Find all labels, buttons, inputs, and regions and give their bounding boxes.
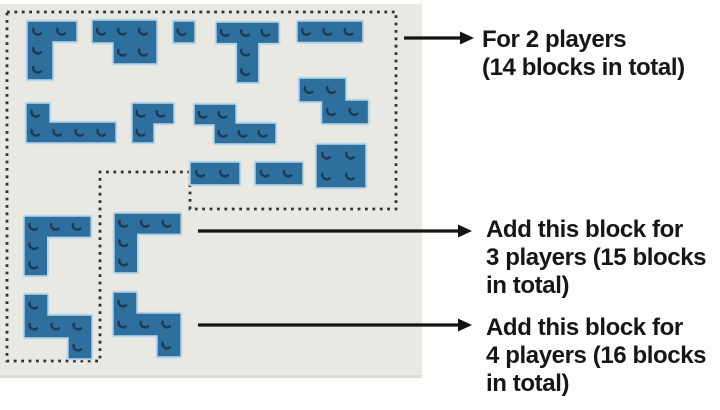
stud-icon <box>137 27 148 36</box>
stud-icon <box>28 222 39 231</box>
stud-icon <box>52 128 63 137</box>
stud-icon <box>237 129 248 138</box>
block-l-corner-3p <box>114 213 181 273</box>
stud-icon <box>195 169 205 178</box>
block-l-corner-a <box>24 216 91 276</box>
stud-icon <box>219 169 229 178</box>
stud-icon <box>28 242 39 251</box>
stud-icon <box>117 320 128 329</box>
stud-icon <box>155 109 166 118</box>
label-4-players-line2: 4 players (16 blocks <box>486 342 707 369</box>
label-3-players: Add this block for 3 players (15 blocks … <box>486 216 707 300</box>
stud-icon <box>161 341 172 350</box>
block-single <box>173 21 195 43</box>
block-square <box>316 144 366 188</box>
stud-icon <box>32 27 42 36</box>
label-4-players: Add this block for 4 players (16 blocks … <box>486 314 707 398</box>
stud-icon <box>240 29 250 37</box>
label-2-players-line2: (14 blocks in total) <box>482 54 685 81</box>
stud-icon <box>118 239 129 248</box>
stud-icon <box>49 222 60 231</box>
arrow-4-players-head-icon <box>458 318 472 332</box>
stud-icon <box>301 28 311 36</box>
stud-icon <box>95 27 106 36</box>
block-bar-2-a <box>190 162 240 185</box>
stud-icon <box>28 322 39 331</box>
block-bar-2-b <box>255 162 303 185</box>
stud-icon <box>137 48 148 57</box>
stud-icon <box>219 29 230 37</box>
stud-icon <box>326 86 336 95</box>
stud-icon <box>30 109 41 118</box>
stud-icon <box>161 219 172 228</box>
stud-icon <box>240 48 250 57</box>
stud-icon <box>72 343 83 352</box>
stud-icon <box>116 48 127 57</box>
stud-icon <box>56 27 66 36</box>
stud-icon <box>345 151 355 160</box>
stud-icon <box>139 219 150 228</box>
stud-icon <box>135 128 146 137</box>
stud-icon <box>50 322 61 331</box>
block-l-long <box>26 103 116 143</box>
stud-icon <box>28 261 39 270</box>
stud-icon <box>343 28 354 36</box>
stud-icon <box>345 172 355 181</box>
label-2-players: For 2 players (14 blocks in total) <box>482 26 685 82</box>
stud-icon <box>282 169 293 178</box>
block-t-shape <box>216 22 279 83</box>
block-corner-top-left <box>27 21 77 80</box>
label-3-players-line1: Add this block for <box>486 216 683 243</box>
stud-icon <box>28 301 39 310</box>
stud-icon <box>257 129 268 138</box>
stud-icon <box>74 128 85 137</box>
stud-icon <box>240 68 250 77</box>
stud-icon <box>197 110 208 119</box>
label-2-players-line1: For 2 players <box>482 26 627 53</box>
block-s-shape-right <box>299 78 368 124</box>
stud-icon <box>139 320 150 329</box>
block-bar-3 <box>297 21 363 42</box>
stud-icon <box>30 128 41 137</box>
stud-icon <box>259 169 270 178</box>
label-3-players-line2: 3 players (15 blocks <box>486 244 707 271</box>
stud-icon <box>135 109 146 118</box>
label-4-players-line3: in total) <box>486 370 570 397</box>
label-3-players-line3: in total) <box>486 272 570 299</box>
stud-icon <box>326 108 336 117</box>
stud-icon <box>321 151 331 160</box>
stud-icon <box>96 128 107 137</box>
block-s-long <box>194 104 276 144</box>
block-corner-small <box>132 103 174 143</box>
stud-icon <box>32 46 42 55</box>
stud-icon <box>116 27 127 36</box>
block-stair-a <box>24 294 92 359</box>
stud-icon <box>217 129 228 138</box>
stud-icon <box>118 258 129 267</box>
label-4-players-line1: Add this block for <box>486 314 683 341</box>
arrow-3-players-head-icon <box>458 224 472 238</box>
stud-icon <box>321 172 331 181</box>
stud-icon <box>161 320 172 329</box>
stud-icon <box>322 28 333 36</box>
stud-icon <box>303 86 314 95</box>
stud-icon <box>117 299 128 308</box>
block-stair-4p <box>113 292 181 357</box>
stud-icon <box>176 28 187 37</box>
stud-icon <box>348 108 359 117</box>
stud-icon <box>32 65 42 74</box>
arrow-2-players-head-icon <box>460 31 474 45</box>
stud-icon <box>260 29 271 37</box>
stud-icon <box>71 222 82 231</box>
stud-icon <box>217 110 228 119</box>
stud-icon <box>118 219 129 228</box>
stud-icon <box>72 322 83 331</box>
block-p-shape <box>92 20 157 64</box>
